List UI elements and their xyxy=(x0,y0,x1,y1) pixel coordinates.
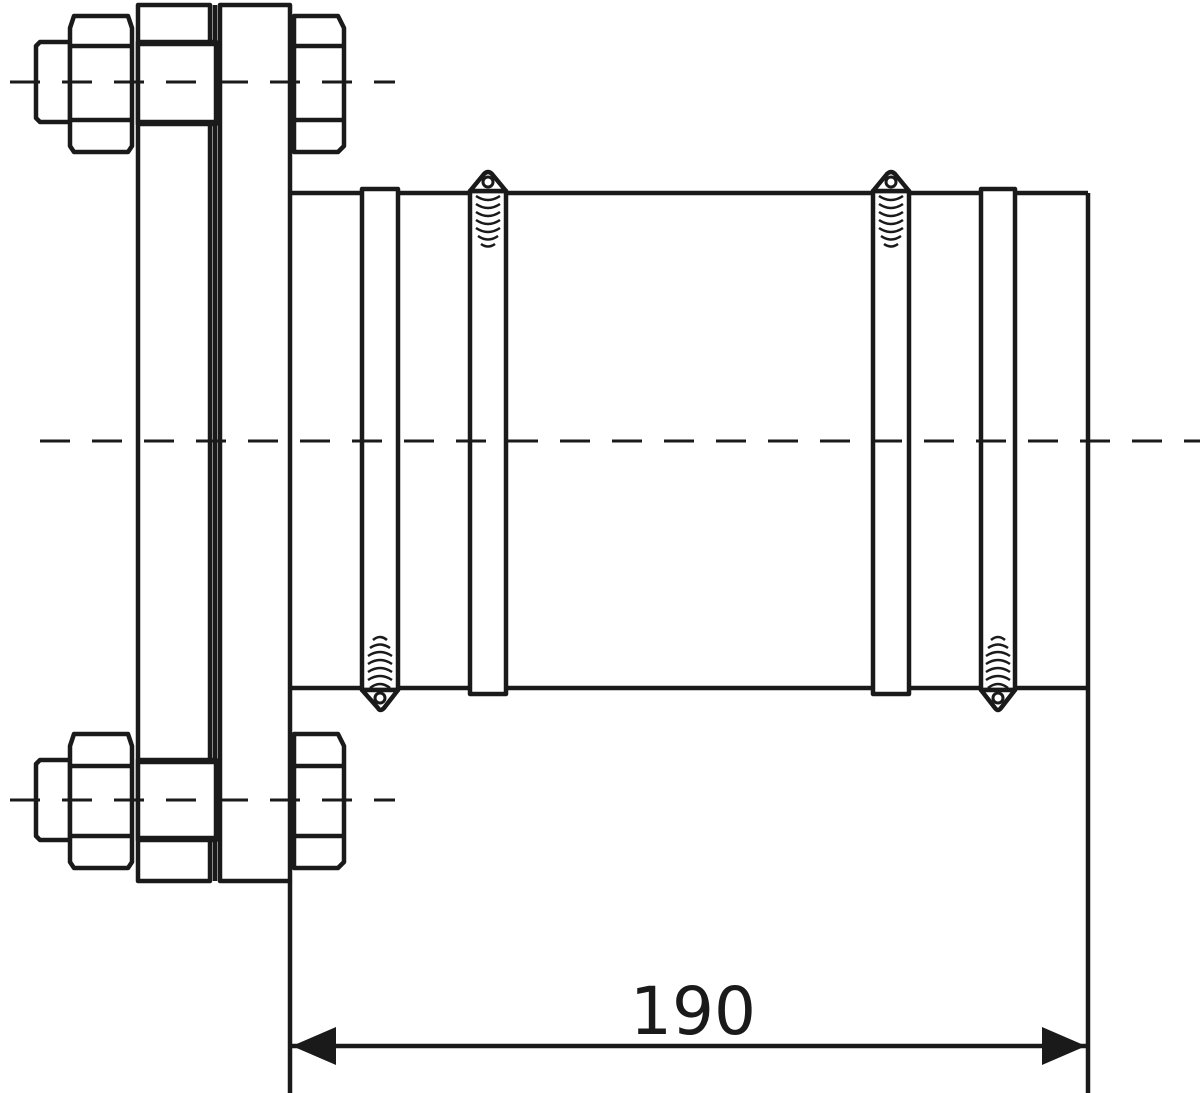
dimension-arrow-right xyxy=(1042,1027,1086,1065)
length-dimension: 190 xyxy=(287,688,1091,1093)
hex-nut-right-top xyxy=(291,13,347,155)
flange-assembly xyxy=(10,2,395,884)
tension-spring-1 xyxy=(367,635,393,690)
bottom-bolt xyxy=(33,731,347,871)
clamp-band-1 xyxy=(359,186,401,713)
dimension-arrow-left xyxy=(292,1027,336,1065)
clamp-band-4 xyxy=(978,186,1018,713)
pipe-flange-plate xyxy=(217,2,293,884)
mating-flange-plate xyxy=(135,2,213,884)
hex-nut-left-top xyxy=(67,13,135,155)
dimension-label: 190 xyxy=(630,973,756,1050)
tension-spring-2 xyxy=(475,194,501,248)
clamp-band-3 xyxy=(870,169,912,697)
top-bolt xyxy=(33,13,347,155)
tension-spring-4 xyxy=(985,635,1011,690)
center-lines xyxy=(10,80,1200,802)
clamp-band-2 xyxy=(467,169,509,697)
tension-spring-3 xyxy=(878,194,904,248)
